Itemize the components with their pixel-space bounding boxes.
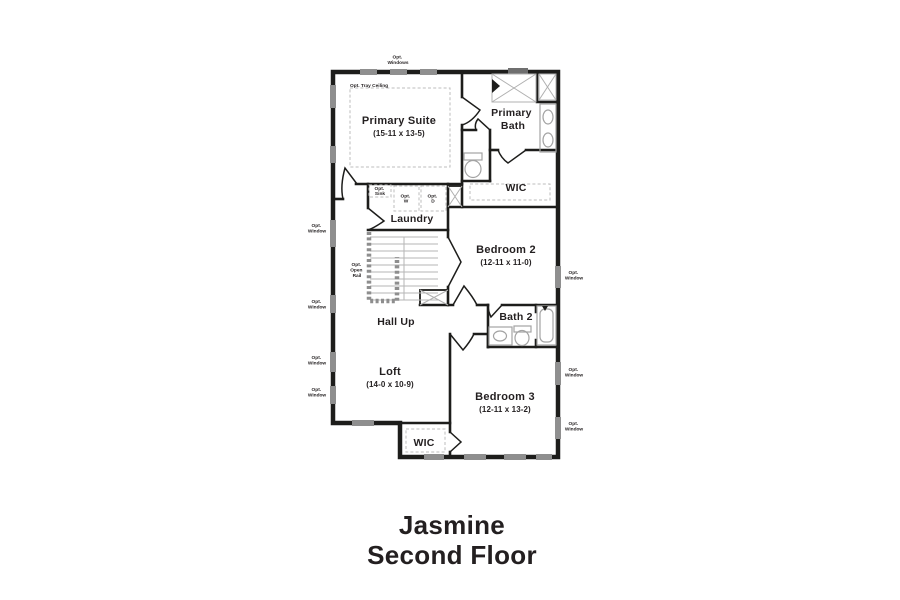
window-right	[555, 362, 561, 385]
stairs	[366, 232, 438, 304]
window-left	[330, 295, 336, 313]
window-loft-bottom	[352, 420, 374, 426]
toilet-bath2-icon	[513, 325, 532, 347]
window-left	[330, 386, 336, 404]
window-left	[330, 146, 336, 163]
window-top	[420, 69, 437, 75]
doors	[341, 96, 527, 453]
window-left	[330, 85, 336, 108]
exterior-wall	[330, 69, 561, 460]
window-left	[330, 352, 336, 372]
linen-closet-icon	[538, 73, 557, 101]
window-shower	[508, 68, 528, 74]
window-bottom	[536, 454, 552, 460]
loft-dims: (14-0 x 10-9)	[366, 380, 414, 389]
shower-door-arrow	[492, 79, 500, 93]
wic-bedroom3-label: WIC	[413, 437, 434, 449]
tray-ceiling-label: Opt. Tray Ceiling	[350, 83, 388, 89]
opt-window-label-right: Opt. Window	[565, 421, 584, 433]
annotations: Opt. Tray Ceiling Opt. Windows Opt. Open…	[308, 55, 584, 433]
hall-closet-icon	[447, 185, 463, 208]
double-vanity-icon	[539, 103, 557, 153]
laundry-door	[367, 207, 386, 231]
bathtub-icon	[536, 305, 557, 346]
plan-floor: Second Floor	[367, 540, 537, 570]
wic-primary-shelving	[469, 183, 551, 201]
primary-suite-label: Primary Suite	[362, 115, 436, 127]
toilet-primary-icon	[463, 152, 483, 179]
opt-sink-outline	[368, 184, 392, 198]
opt-washer-label: Opt. W	[401, 194, 412, 205]
primary-suite-dims: (15-11 x 13-5)	[373, 129, 425, 138]
bedroom3-top-wall	[472, 332, 490, 349]
wic-primary-label: WIC	[505, 182, 526, 194]
opt-window-label-left: Opt. Window	[308, 299, 327, 311]
fixtures	[463, 103, 557, 347]
window-top	[360, 69, 377, 75]
tub-faucet-marker	[542, 306, 548, 311]
wic-primary-door	[497, 149, 527, 164]
window-right	[555, 266, 561, 288]
window-top	[390, 69, 407, 75]
opt-window-label-left: Opt. Window	[308, 355, 327, 367]
bath2-vanity-icon	[488, 326, 513, 346]
bath2-label: Bath 2	[499, 311, 532, 323]
opt-open-rail-label: Opt. Open Rail	[350, 262, 364, 279]
window-bottom	[464, 454, 486, 460]
opt-dryer-label: Opt. D	[428, 194, 439, 205]
laundry-label: Laundry	[391, 213, 434, 225]
primary-suite-door	[341, 166, 358, 200]
bedroom2-label: Bedroom 2	[476, 244, 536, 256]
opt-washer-outline	[393, 185, 420, 212]
dashed-guides	[349, 87, 551, 453]
opt-window-label-left: Opt. Window	[308, 223, 327, 235]
walls	[330, 69, 561, 460]
wic-bedroom3-door	[449, 431, 463, 453]
plan-title: Jasmine Second Floor	[367, 510, 537, 570]
bedroom3-door	[449, 333, 475, 352]
opt-dryer-outline	[420, 185, 447, 212]
loft-label: Loft	[379, 366, 401, 378]
opt-window-label-left: Opt. Window	[308, 387, 327, 399]
bath2-door	[487, 304, 503, 319]
opt-window-label-right: Opt. Window	[565, 367, 584, 379]
stair-closet-icon	[419, 289, 449, 306]
bedroom2-double-door	[447, 236, 462, 288]
hall-up-label: Hall Up	[377, 316, 415, 328]
bedroom2-entry-door	[452, 284, 478, 306]
window-left	[330, 220, 336, 247]
window-bottom	[504, 454, 526, 460]
tray-ceiling-outline	[349, 87, 451, 168]
shower-icon	[491, 73, 537, 103]
opt-window-label-right: Opt. Window	[565, 270, 584, 282]
opt-windows-top-label: Opt. Windows	[387, 55, 408, 67]
room-labels: Primary Suite (15-11 x 13-5) Primary Bat…	[362, 107, 536, 449]
window-right	[555, 417, 561, 439]
bedroom2-dims: (12-11 x 11-0)	[480, 258, 531, 267]
plan-name: Jasmine	[399, 510, 505, 540]
window-bottom	[424, 454, 444, 460]
primary-bath-label: Primary Bath	[491, 107, 535, 132]
primary-bath-door	[461, 96, 482, 126]
opt-sink-label: Opt. Sink	[375, 186, 386, 197]
bedroom3-dims: (12-11 x 13-2)	[479, 405, 531, 414]
stair-railing	[366, 232, 400, 304]
bedroom3-label: Bedroom 3	[475, 391, 535, 403]
linen-wall	[535, 70, 560, 104]
water-closet-door	[474, 117, 491, 131]
closets	[419, 73, 557, 306]
windows	[330, 68, 561, 460]
